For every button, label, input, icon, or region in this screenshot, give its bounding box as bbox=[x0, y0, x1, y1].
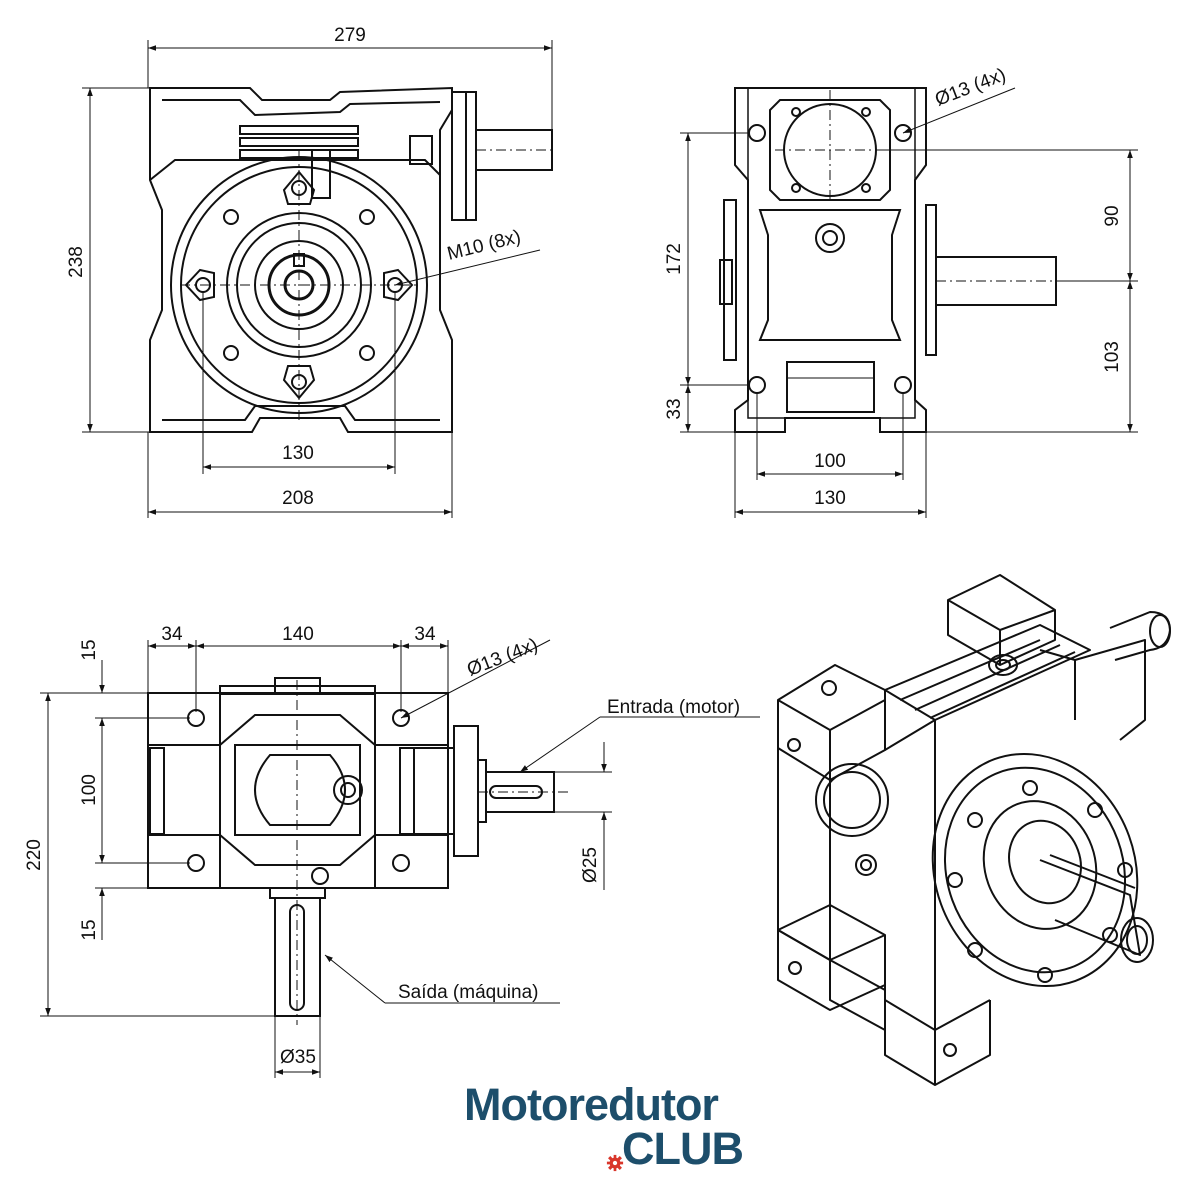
dim-15-bottom: 15 bbox=[79, 919, 100, 940]
label-input-motor: Entrada (motor) bbox=[607, 697, 740, 718]
dim-220: 220 bbox=[24, 839, 45, 871]
top-view-dimensions bbox=[40, 639, 760, 1078]
dim-100-side: 100 bbox=[814, 451, 846, 472]
callout-m10: M10 (8x) bbox=[445, 226, 523, 265]
dim-130-front: 130 bbox=[282, 443, 314, 464]
dim-103: 103 bbox=[1102, 341, 1123, 373]
side-view-dimensions bbox=[680, 87, 1138, 518]
callout-13-top: Ø13 (4x) bbox=[464, 635, 541, 681]
dim-34-left: 34 bbox=[161, 624, 183, 645]
gear-icon bbox=[606, 1154, 624, 1172]
side-view bbox=[719, 87, 1060, 433]
dim-130-side: 130 bbox=[814, 488, 846, 509]
label-output-machine: Saída (máquina) bbox=[398, 982, 538, 1003]
dim-34-right: 34 bbox=[414, 624, 436, 645]
top-view bbox=[147, 677, 570, 1025]
dim-100-top: 100 bbox=[79, 774, 100, 806]
dim-172: 172 bbox=[664, 243, 685, 275]
dim-140: 140 bbox=[282, 624, 314, 645]
front-view-dimensions bbox=[82, 40, 553, 518]
dim-output-diameter: Ø35 bbox=[280, 1047, 316, 1068]
callout-13-side: Ø13 (4x) bbox=[932, 65, 1009, 111]
dim-208: 208 bbox=[282, 488, 314, 509]
dim-33: 33 bbox=[664, 398, 685, 419]
logo-text-club: CLUB bbox=[622, 1123, 744, 1174]
logo-text-motoredutor: Motoredutor bbox=[464, 1079, 719, 1130]
dim-279: 279 bbox=[334, 25, 366, 46]
dim-input-diameter: Ø25 bbox=[580, 847, 601, 883]
brand-logo: Motoredutor CLUB bbox=[462, 1080, 762, 1180]
isometric-view bbox=[777, 574, 1171, 1086]
dim-90: 90 bbox=[1102, 205, 1123, 226]
dim-238: 238 bbox=[66, 246, 87, 278]
front-view bbox=[149, 86, 553, 433]
dim-15-top: 15 bbox=[79, 639, 100, 660]
